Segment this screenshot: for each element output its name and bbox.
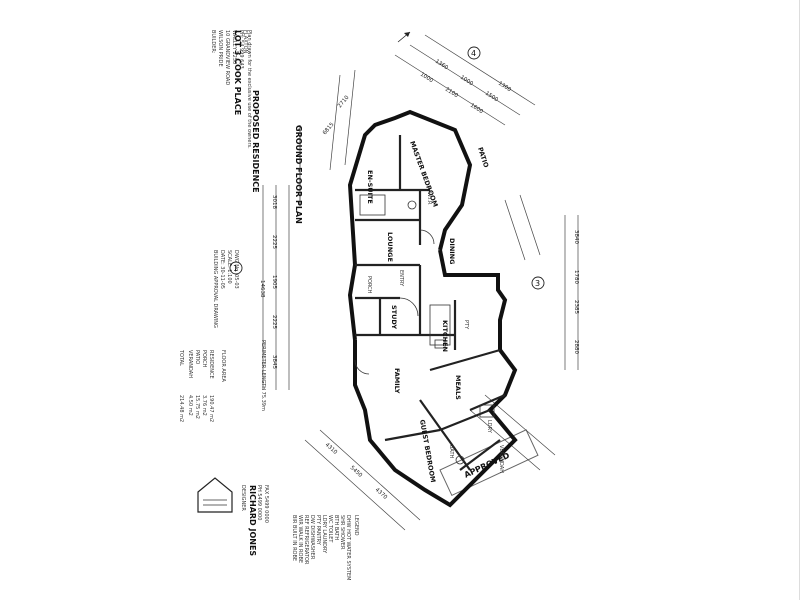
room-label-porch: PORCH (366, 276, 372, 294)
legend-item: PTY PANTRY (315, 515, 321, 546)
designer-block: DESIGNER RICHARD JONES PH 5499 0000 FAX … (240, 485, 269, 556)
dim-label: 3840 (573, 230, 579, 244)
dim-label: 2225 (271, 235, 277, 249)
dim-label: 3018 (271, 195, 277, 209)
designer-label: DESIGNER (240, 485, 246, 511)
room-label-meals: MEALS (454, 375, 462, 400)
area-patio-value: 15.75 m2 (194, 395, 200, 419)
laundry-tub-icon (479, 404, 495, 418)
legend-item: LDRY LAUNDRY (321, 515, 327, 554)
room-label-laundry: LDRY (486, 420, 492, 434)
designer-logo (197, 477, 233, 513)
legend-item: SHR SHOWER (339, 515, 345, 550)
builder-suburb: WALLEY 2250 (231, 30, 237, 64)
dim-label: 1780 (573, 270, 579, 284)
room-label-ensuite: EN-SUITE (366, 170, 374, 204)
plan-title: GROUND FLOOR PLAN (294, 125, 303, 224)
project-suburb: FLAXTON (242, 30, 248, 54)
client-note: Plan drawn for the exclusive use of the … (246, 30, 252, 149)
area-residence-label: RESIDENCE (208, 350, 214, 379)
building-outline (347, 109, 518, 508)
room-label-bath: BATH (448, 445, 454, 459)
legend-item: DHW HOT WATER SYSTEM (345, 515, 351, 580)
dim-label: 2225 (271, 315, 277, 329)
area-porch-label: PORCH (201, 350, 207, 368)
legend-item: BIR BUILT IN ROBE (291, 515, 297, 561)
toilet-icon (455, 455, 465, 465)
legend-item: REF REFRIGERATOR (303, 515, 309, 565)
area-total-label: TOTAL (178, 349, 184, 366)
room-label-family: FAMILY (393, 368, 401, 394)
grid-markers: 1 3 4 (229, 46, 545, 290)
kitchen-bench-icon (429, 304, 451, 346)
grid-marker-3-label: 3 (535, 279, 540, 288)
door-swing-icon (399, 297, 419, 317)
drawing-scale: SCALE: 1:100 (226, 250, 232, 284)
builder-address: 10 GRANDVIEW ROAD (224, 30, 230, 85)
title-block: BUILDER: WILSON PRIDE 10 GRANDVIEW ROAD … (178, 30, 303, 556)
designer-phone: PH 5499 0000 (256, 485, 262, 520)
door-swing-icon (419, 229, 435, 245)
area-verandah-label: VERANDAH (187, 350, 193, 378)
grid-marker-4-label: 4 (471, 49, 476, 58)
area-verandah-value: 4.50 m2 (187, 395, 193, 416)
interior-walls (355, 135, 506, 471)
sink-icon (434, 339, 446, 349)
room-label-dining: DINING (448, 238, 456, 264)
builder-phone: PH: 54 999 643 (238, 30, 244, 69)
room-label-kitchen: KITCHEN (441, 320, 449, 352)
grid-marker-1 (229, 261, 243, 275)
bath-tub-icon (359, 194, 386, 216)
area-patio-label: PATIO (194, 350, 200, 364)
legend-title: LEGEND (353, 515, 359, 536)
area-residence-value: 190.47 m2 (208, 395, 214, 422)
drawing-date: DATE: 30-11-05 (219, 250, 225, 289)
dim-label: 1905 (271, 275, 277, 289)
room-label-pantry: PTY (463, 320, 469, 330)
designer-name: RICHARD JONES (248, 485, 257, 556)
area-porch-value: 3.76 m2 (201, 395, 207, 416)
floor-area-table: FLOOR AREA RESIDENCE 190.47 m2 PORCH 3.7… (178, 349, 226, 422)
proposed-residence-label: PROPOSED RESIDENCE (251, 90, 260, 193)
fixtures (354, 194, 495, 465)
dim-label: 3845 (271, 355, 277, 369)
drawing-type: BUILDING APPROVAL DRAWING (212, 250, 218, 328)
designer-fax: FAX 5499 0000 (263, 485, 269, 523)
drawing-number: DWG No. 05-03 (233, 250, 239, 289)
room-label-wir: W.I.R (426, 192, 432, 205)
dim-label: 2880 (573, 340, 579, 354)
grid-marker-4 (467, 46, 481, 60)
legend-item: WIR WALK IN ROBE (297, 515, 303, 563)
toilet-icon (407, 200, 417, 210)
grid-marker-1-label: 1 (233, 264, 238, 273)
legend-item: WC TOILET (327, 515, 333, 543)
north-arrow-icon (397, 31, 411, 43)
room-label-verandah: VERANDAH (498, 445, 504, 473)
room-label-lounge: LOUNGE (386, 232, 394, 262)
dim-total-label: 14638 (259, 280, 265, 298)
door-swing-icon (354, 359, 370, 375)
project-lot: LOT 3 COOK PLACE (233, 30, 242, 115)
room-label-entry: ENTRY (398, 270, 404, 287)
grid-marker-3 (531, 276, 545, 290)
room-label-study: STUDY (390, 305, 398, 329)
floor-area-title: FLOOR AREA (220, 350, 226, 382)
builder-label: BUILDER: (210, 30, 216, 54)
area-total-value: 214.48 m2 (178, 395, 184, 422)
builder-name: WILSON PRIDE (217, 30, 223, 67)
legend-item: DW DISHWASHER (309, 515, 315, 560)
legend-block: LEGEND DHW HOT WATER SYSTEM SHR SHOWER B… (291, 515, 359, 580)
dim-label: 2385 (573, 300, 579, 314)
legend-item: BTH BATH (333, 515, 339, 540)
